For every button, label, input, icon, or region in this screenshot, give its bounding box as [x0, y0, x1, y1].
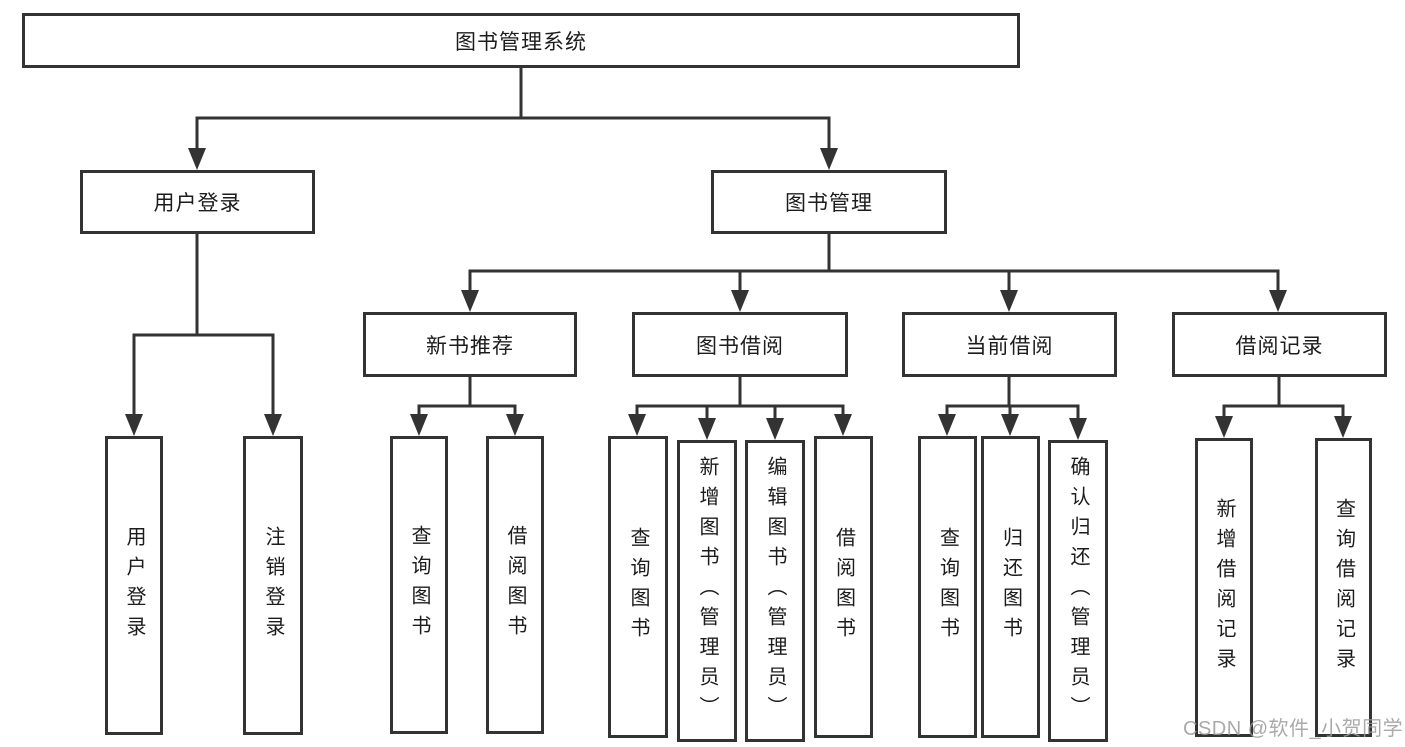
node-label: 图书管理系统 [455, 30, 587, 54]
node-current-borrowing: 当前借阅 [902, 312, 1117, 377]
node-book-borrowing: 图书借阅 [632, 312, 848, 377]
leaf-query-borrow-record: 查询借阅记录 [1315, 438, 1372, 737]
connector-current-borrow-subtree [938, 375, 1087, 440]
leaf-label: 注销登录 [262, 525, 284, 646]
leaf-query-books-current: 查询图书 [918, 436, 977, 738]
leaf-borrow-books-recommend: 借阅图书 [486, 436, 544, 734]
node-label: 新书推荐 [426, 334, 514, 358]
node-label: 借阅记录 [1235, 334, 1324, 358]
node-library-management-system: 图书管理系统 [22, 13, 1020, 68]
connector-book-borrow-subtree [628, 375, 852, 440]
node-book-management: 图书管理 [711, 170, 947, 234]
leaf-label: 编辑图书（管理员） [764, 456, 786, 726]
leaf-label: 借阅图书 [504, 525, 526, 645]
leaf-logout: 注销登录 [243, 436, 303, 735]
leaf-label: 确认归还（管理员） [1067, 456, 1089, 726]
leaf-confirm-return-admin: 确认归还（管理员） [1048, 440, 1108, 742]
csdn-watermark: CSDN @软件_小贺同学 [1183, 718, 1404, 740]
connector-new-rec-subtree [410, 375, 524, 436]
node-label: 用户登录 [153, 192, 242, 215]
leaf-add-borrow-record: 新增借阅记录 [1195, 438, 1253, 737]
connector-book-mgmt-to-level3 [461, 232, 1287, 312]
leaf-user-login: 用户登录 [105, 436, 163, 735]
leaf-query-books-borrowing: 查询图书 [608, 436, 668, 738]
leaf-add-book-admin: 新增图书（管理员） [677, 440, 737, 742]
leaf-label: 借阅图书 [832, 527, 855, 647]
connector-history-subtree [1215, 375, 1352, 438]
node-label: 当前借阅 [965, 334, 1054, 358]
leaf-label: 查询图书 [627, 527, 649, 647]
leaf-label: 查询图书 [408, 525, 430, 645]
leaf-query-books-recommend: 查询图书 [390, 436, 448, 734]
node-user-login: 用户登录 [80, 170, 315, 234]
node-new-book-recommendation: 新书推荐 [363, 312, 577, 377]
connector-user-login-branch [125, 232, 282, 436]
leaf-label: 新增图书（管理员） [696, 456, 718, 726]
leaf-edit-book-admin: 编辑图书（管理员） [745, 440, 805, 742]
node-label: 图书借阅 [696, 334, 784, 358]
connector-root-to-level2 [188, 66, 838, 170]
leaf-label: 查询图书 [936, 527, 959, 647]
leaf-borrow-books-borrowing: 借阅图书 [814, 436, 873, 738]
leaf-label: 新增借阅记录 [1213, 497, 1235, 678]
leaf-return-book: 归还图书 [981, 436, 1040, 738]
leaf-label: 查询借阅记录 [1332, 497, 1355, 678]
leaf-label: 归还图书 [999, 527, 1022, 647]
leaf-label: 用户登录 [123, 525, 145, 646]
node-label: 图书管理 [785, 192, 873, 215]
node-borrowing-records: 借阅记录 [1172, 312, 1387, 377]
